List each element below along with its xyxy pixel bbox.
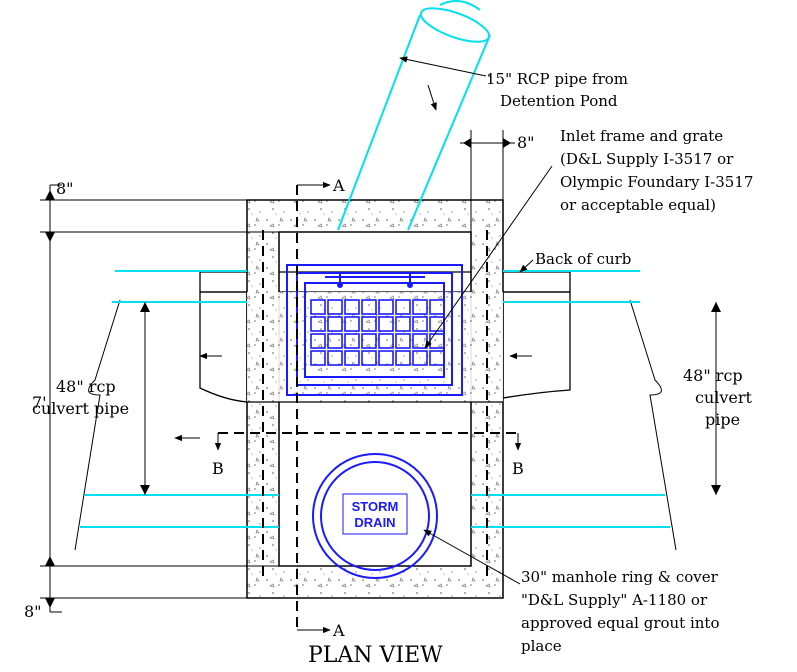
grate-opening — [361, 316, 377, 332]
grate-opening — [378, 299, 394, 315]
curb-band-right — [502, 291, 571, 399]
callout-culvert-right-1: 48" rcp — [683, 366, 743, 385]
grate-apron — [247, 292, 503, 402]
dimension-height: 8" 8" 7' — [24, 179, 279, 621]
callout-manhole-1: 30" manhole ring & cover — [521, 568, 719, 586]
grate-opening — [310, 333, 326, 349]
storm-label-1: STORM — [352, 499, 399, 514]
grate-opening — [327, 333, 343, 349]
grate-opening — [310, 350, 326, 366]
grate-openings — [310, 299, 445, 366]
grate-opening — [378, 316, 394, 332]
rcp-pipe-15in — [337, 0, 491, 231]
callout-culvert-left-1: 48" rcp — [56, 377, 116, 396]
drawing-title: PLAN VIEW — [308, 643, 443, 668]
grate-opening — [412, 316, 428, 332]
callout-inlet-4: or acceptable equal) — [560, 196, 716, 214]
grate-opening — [327, 350, 343, 366]
callout-culvert-right-2: culvert — [695, 388, 753, 407]
grate-opening — [378, 350, 394, 366]
dimension-grate-offset: 8" — [460, 130, 535, 232]
grate-opening — [327, 316, 343, 332]
callout-culvert-left-2: culvert pipe — [32, 399, 129, 418]
section-b-left: B — [212, 459, 224, 478]
grate-opening — [344, 333, 360, 349]
dim-top-wall: 8" — [56, 179, 74, 198]
grate-opening — [361, 299, 377, 315]
callout-inlet-1: Inlet frame and grate — [560, 127, 723, 145]
section-a-top: A — [332, 176, 345, 195]
grate-opening — [412, 299, 428, 315]
callout-inlet-2: (D&L Supply I-3517 or — [560, 150, 734, 168]
dim-bottom-wall: 8" — [24, 602, 42, 621]
dim-grate-offset: 8" — [517, 133, 535, 152]
grate-opening — [344, 350, 360, 366]
section-line-b: B B — [212, 432, 524, 478]
curb-band-left — [199, 291, 248, 403]
inlet-grate — [286, 264, 463, 396]
section-line-a: A A — [296, 176, 345, 640]
callout-pipe-2: Detention Pond — [500, 92, 618, 110]
flow-arrows — [174, 84, 532, 442]
grate-opening — [361, 350, 377, 366]
section-a-bottom: A — [332, 621, 345, 640]
grate-opening — [395, 333, 411, 349]
road-edge-right — [629, 299, 677, 551]
grate-opening — [344, 299, 360, 315]
grate-opening — [378, 333, 394, 349]
grate-opening — [429, 299, 445, 315]
grate-opening — [310, 316, 326, 332]
grate-opening — [344, 316, 360, 332]
callout-inlet-3: Olympic Foundary I-3517 — [560, 173, 753, 191]
callout-manhole-4: place — [521, 637, 562, 655]
callout-curb: Back of curb — [535, 250, 631, 268]
section-b-right: B — [512, 459, 524, 478]
culvert-dimension-arrows — [140, 302, 721, 495]
grate-opening — [395, 299, 411, 315]
grate-opening — [429, 350, 445, 366]
dim-height: 7' — [32, 393, 47, 412]
culvert-pipe-lines — [80, 270, 670, 528]
grate-opening — [395, 350, 411, 366]
leader-lines — [399, 56, 553, 585]
grate-opening — [412, 350, 428, 366]
grate-opening — [310, 299, 326, 315]
road-edge-left — [74, 299, 121, 551]
grate-opening — [395, 316, 411, 332]
callout-manhole-3: approved equal grout into — [521, 614, 720, 632]
storm-label-2: DRAIN — [354, 515, 395, 530]
manhole-cover: STORM DRAIN — [312, 453, 438, 579]
callout-culvert-right-3: pipe — [705, 410, 740, 429]
grate-opening — [361, 333, 377, 349]
grate-opening — [327, 299, 343, 315]
callout-pipe-1: 15" RCP pipe from — [486, 70, 628, 88]
callout-manhole-2: "D&L Supply" A-1180 or — [521, 591, 708, 609]
